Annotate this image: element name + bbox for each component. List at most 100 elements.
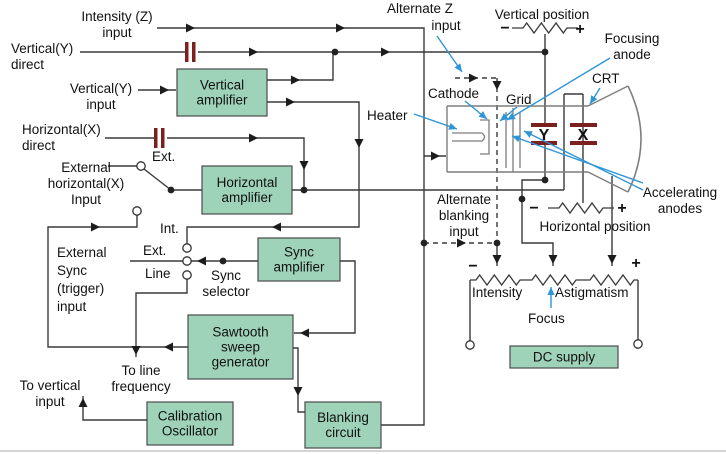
dc-supply-box-label: DC supply — [533, 350, 596, 365]
intensity-z-wire — [157, 27, 425, 426]
y-deflection-plates — [531, 141, 557, 145]
y-deflection-plates — [531, 123, 557, 127]
switch-lever-wire — [143, 168, 172, 191]
vertical-position-label: Vertical position — [495, 7, 590, 22]
crt-flare-outline — [587, 85, 629, 193]
focus-pot — [528, 273, 582, 287]
flow-arrow — [78, 398, 88, 407]
flow-arrow — [164, 342, 173, 352]
horizontal-x-direct-label: Horizontal(X)direct — [22, 122, 101, 153]
flow-arrow — [293, 387, 303, 396]
junction-dot — [541, 176, 549, 184]
terminal-circle — [132, 206, 142, 216]
flow-arrow — [291, 75, 300, 85]
flow-arrow — [548, 255, 558, 264]
calibration-out-wire — [82, 396, 147, 421]
sawtooth-to-blanking-wire — [293, 347, 305, 413]
horizontal-position-minus: − — [529, 200, 538, 217]
junction-dot — [167, 186, 175, 194]
pot-chain-minus: − — [468, 258, 477, 275]
flow-arrow — [492, 255, 502, 264]
accelerating-pointer-2-head — [524, 131, 533, 138]
cathode-element — [480, 119, 490, 155]
vertical-direct-capacitor — [185, 42, 189, 62]
junction-dot — [541, 48, 549, 56]
grid-label: Grid — [506, 92, 532, 107]
heater-pointer-head — [448, 122, 457, 130]
vertical-position-pot — [512, 21, 578, 35]
flow-arrow — [300, 328, 309, 338]
x-deflection-plates-letter: X — [578, 127, 589, 144]
flow-arrow — [354, 139, 364, 148]
flow-arrow — [457, 238, 466, 248]
flow-arrow — [431, 151, 440, 161]
pot-chain-plus: + — [631, 255, 640, 272]
line-label: Line — [145, 266, 171, 281]
junction-dot — [300, 186, 308, 194]
flow-arrow — [197, 256, 206, 266]
crt-screen-arc — [627, 85, 642, 193]
flow-arrow — [299, 161, 309, 170]
sync-to-sawtooth-wire — [294, 260, 356, 334]
flow-arrow — [469, 73, 478, 83]
crt-label: CRT — [592, 71, 620, 86]
horizontal-direct-capacitor — [161, 128, 165, 148]
terminal-circle — [182, 243, 192, 253]
int-label: Int. — [160, 221, 179, 236]
focus-pot-label: Focus — [528, 311, 565, 326]
vertical-y-input-label: Vertical(Y)input — [70, 81, 132, 112]
accelerating-pointer-1-head — [512, 135, 521, 143]
accelerating-pointer-2 — [523, 130, 644, 191]
flow-arrow — [249, 47, 258, 57]
junction-dot — [331, 48, 339, 56]
sync-amplifier-box — [257, 237, 341, 282]
flow-arrow — [272, 222, 281, 232]
horizontal-direct-capacitor — [154, 128, 158, 148]
heater-label: Heater — [367, 108, 408, 123]
cathode-label: Cathode — [428, 86, 479, 101]
intensity-pot-label: Intensity — [472, 285, 523, 300]
heater-element — [452, 132, 486, 142]
junction-dot — [420, 239, 428, 247]
sawtooth-sweep-generator-box — [187, 314, 294, 380]
terminal-circle — [633, 339, 643, 349]
terminal-circle — [182, 256, 192, 266]
astigmatism-pot — [582, 273, 638, 287]
horizontal-direct-wire-b — [167, 137, 305, 189]
ext-switch-label: Ext. — [152, 149, 175, 164]
horizontal-amplifier-box — [201, 165, 293, 215]
x-deflection-plates — [570, 141, 597, 145]
line-frequency-wire — [135, 279, 188, 357]
alternate-z-input-label: input — [431, 18, 461, 33]
focusing-anode-pointer — [506, 57, 611, 121]
vertical-direct-capacitor — [192, 42, 196, 62]
flow-arrow — [336, 23, 345, 33]
flow-arrow — [91, 222, 100, 232]
flow-arrow — [160, 85, 169, 95]
terminal-circle — [136, 161, 146, 171]
alternate-z-label: Alternate Z — [387, 1, 453, 16]
accelerating-pointer-1 — [511, 135, 644, 184]
junction-dot — [219, 257, 227, 265]
intensity-z-input-label: Intensity (Z)input — [81, 9, 152, 40]
ext-sync-label: Ext. — [143, 243, 166, 258]
blanking-circuit-box — [304, 401, 382, 449]
terminal-circle — [182, 270, 192, 280]
terminal-circle — [465, 340, 475, 350]
alternate-z-pointer-head — [454, 63, 462, 72]
sweep-feedback-wire — [47, 215, 188, 348]
vertical-y-direct-label: Vertical(Y)direct — [11, 41, 73, 72]
flow-arrow — [607, 255, 617, 264]
